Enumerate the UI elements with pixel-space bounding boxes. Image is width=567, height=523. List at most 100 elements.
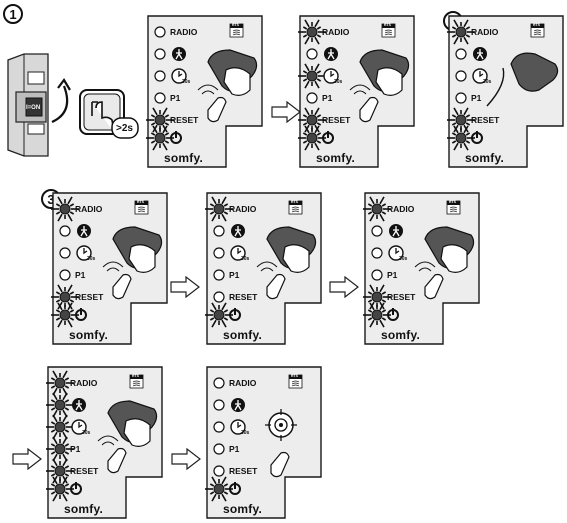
arrow-right-icon [170, 276, 200, 298]
timer-icon [323, 68, 339, 84]
led-indicator [154, 26, 166, 38]
p1-label: P1 [70, 444, 81, 454]
panel-drawing [298, 15, 415, 168]
remote-control-icon [349, 84, 379, 123]
remote-control-icon [486, 52, 559, 107]
led-blink-icon [46, 436, 74, 462]
panel-drawing [205, 366, 322, 519]
reset-label: RESET [75, 292, 104, 302]
rts-badge [381, 23, 396, 38]
reset-label: RESET [70, 466, 99, 476]
led-blink-icon [363, 302, 391, 328]
timer-icon [76, 245, 92, 261]
led-indicator [213, 269, 225, 281]
pedestrian-icon [231, 398, 245, 412]
led-indicator [59, 247, 71, 259]
led-indicator [59, 269, 71, 281]
brand-logo: somfy. [465, 151, 504, 165]
reset-label: RESET [387, 292, 416, 302]
timer-label: 30s [87, 256, 96, 262]
radio-label: RADIO [229, 204, 257, 214]
brand-logo: somfy. [64, 502, 103, 516]
led-indicator [59, 225, 71, 237]
led-blink-icon [298, 107, 326, 133]
p1-label: P1 [229, 270, 240, 280]
radio-label: RADIO [75, 204, 103, 214]
rts-label: RTS [291, 374, 298, 378]
led-blink-icon [146, 107, 174, 133]
rts-label: RTS [449, 200, 456, 204]
led-blink-icon [447, 125, 475, 151]
rts-badge [288, 200, 303, 215]
p1-label: P1 [387, 270, 398, 280]
timer-label: 30s [241, 430, 250, 436]
led-indicator [213, 443, 225, 455]
led-blink-icon [46, 458, 74, 484]
reset-label: RESET [471, 115, 500, 125]
p1-label: P1 [170, 93, 181, 103]
hand-pressing-icon [359, 49, 410, 96]
rts-badge [229, 23, 244, 38]
led-blink-icon [447, 107, 475, 133]
brand-logo: somfy. [223, 502, 262, 516]
panel-drawing [205, 192, 322, 345]
led-blink-icon [205, 196, 233, 222]
led-indicator [306, 92, 318, 104]
panel-drawing [447, 15, 564, 168]
led-indicator [213, 247, 225, 259]
led-indicator [154, 48, 166, 60]
press-button-2s: >2s [78, 88, 140, 144]
p1-label: P1 [322, 93, 333, 103]
arrow-right-icon [329, 276, 359, 298]
remote-control-icon [197, 84, 227, 123]
led-indicator [213, 377, 225, 389]
radio-label: RADIO [229, 378, 257, 388]
brand-logo: somfy. [223, 328, 262, 342]
press-duration-label: >2s [116, 123, 133, 134]
reset-label: RESET [229, 466, 258, 476]
led-indicator [213, 465, 225, 477]
remote-control-icon [97, 435, 127, 474]
circuit-breaker: I=ON [2, 52, 80, 160]
brand-logo: somfy. [164, 151, 203, 165]
timer-label: 30s [399, 256, 408, 262]
pedestrian-icon [389, 224, 403, 238]
step-1-number: 1 [3, 4, 23, 24]
led-blink-icon [363, 196, 391, 222]
rts-badge [530, 23, 545, 38]
led-indicator [371, 247, 383, 259]
brand-logo: somfy. [381, 328, 420, 342]
led-blink-icon [205, 476, 233, 502]
hand-pressing-icon [79, 89, 139, 139]
led-indicator [371, 269, 383, 281]
rts-badge [129, 374, 144, 389]
arrow-right-icon [271, 101, 301, 123]
timer-label: 30s [82, 430, 91, 436]
timer-icon [171, 68, 187, 84]
led-blink-icon [51, 196, 79, 222]
rts-badge [134, 200, 149, 215]
remote-control-icon [270, 451, 290, 478]
pedestrian-icon [172, 47, 186, 61]
remote-control-icon [102, 261, 132, 300]
timer-label: 30s [483, 79, 492, 85]
panel-drawing [51, 192, 168, 345]
pedestrian-icon [473, 47, 487, 61]
led-indicator [213, 225, 225, 237]
led-indicator [371, 225, 383, 237]
hand-pressing-icon [207, 49, 258, 96]
reset-label: RESET [170, 115, 199, 125]
reset-label: RESET [229, 292, 258, 302]
breaker-label: I=ON [26, 105, 41, 111]
led-indicator [213, 291, 225, 303]
brand-logo: somfy. [316, 151, 355, 165]
rts-label: RTS [384, 23, 391, 27]
timer-label: 30s [241, 256, 250, 262]
led-blink-icon [46, 370, 74, 396]
rts-label: RTS [533, 23, 540, 27]
